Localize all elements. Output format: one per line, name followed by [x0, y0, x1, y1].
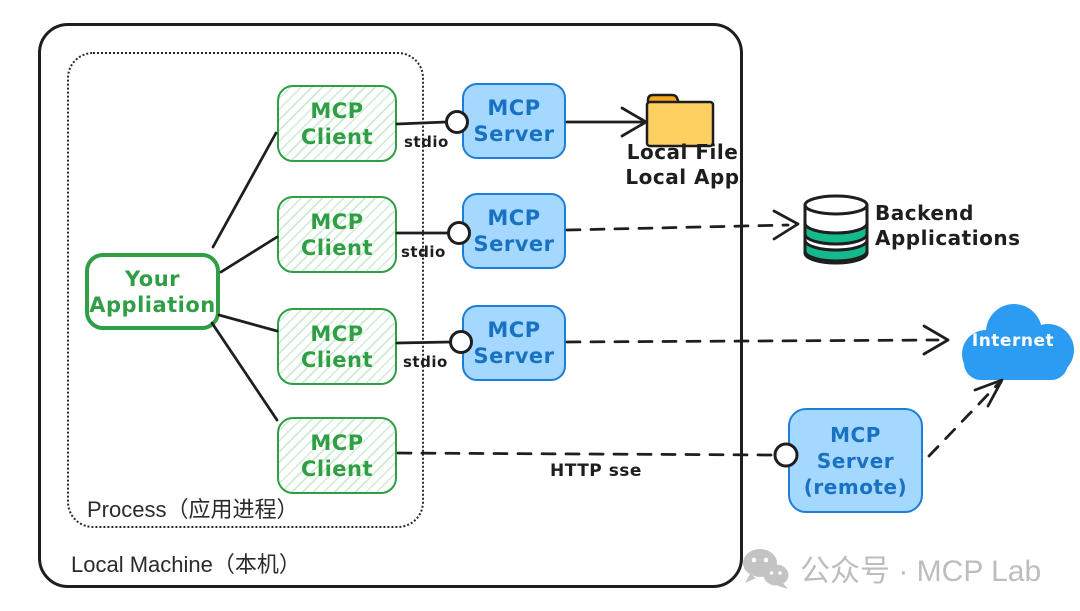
stdio-label-1: stdio — [404, 133, 449, 151]
local-file-caption: Local File Local App — [625, 140, 740, 189]
wechat-icon — [743, 549, 789, 589]
internet-label: Internet — [971, 331, 1055, 351]
stdio-label-2: stdio — [401, 243, 446, 261]
mcp-client-box-2: MCP Client — [277, 196, 397, 273]
folder-icon — [645, 93, 715, 148]
database-icon — [803, 194, 869, 265]
watermark: 公众号 · MCP Lab — [740, 546, 1041, 590]
mcp-client-box-3: MCP Client — [277, 308, 397, 385]
mcp-server-box-2: MCP Server — [462, 193, 566, 269]
stdio-label-3: stdio — [403, 353, 448, 371]
connector-remote-cloud — [927, 382, 1000, 458]
process-box: Process（应用进程） — [67, 52, 424, 528]
process-label: Process（应用进程） — [87, 497, 299, 522]
mcp-server-box-1: MCP Server — [462, 83, 566, 159]
local-machine-label: Local Machine（本机） — [71, 552, 301, 577]
mcp-server-remote-box: MCP Server (remote) — [788, 408, 923, 513]
arrowhead-cloud-left — [922, 324, 950, 356]
mcp-client-box-1: MCP Client — [277, 85, 397, 162]
mcp-client-box-4: MCP Client — [277, 417, 397, 494]
arrowhead-database — [772, 209, 800, 241]
cloud-icon — [962, 304, 1074, 380]
backend-caption: Backend Applications — [875, 201, 1021, 250]
local-machine-box: Local Machine（本机） — [38, 23, 743, 588]
mcp-server-box-3: MCP Server — [462, 305, 566, 381]
watermark-text: 公众号 · MCP Lab — [800, 555, 1042, 588]
your-application-box: Your Appliation — [85, 253, 220, 330]
http-sse-label: HTTP sse — [550, 461, 642, 481]
